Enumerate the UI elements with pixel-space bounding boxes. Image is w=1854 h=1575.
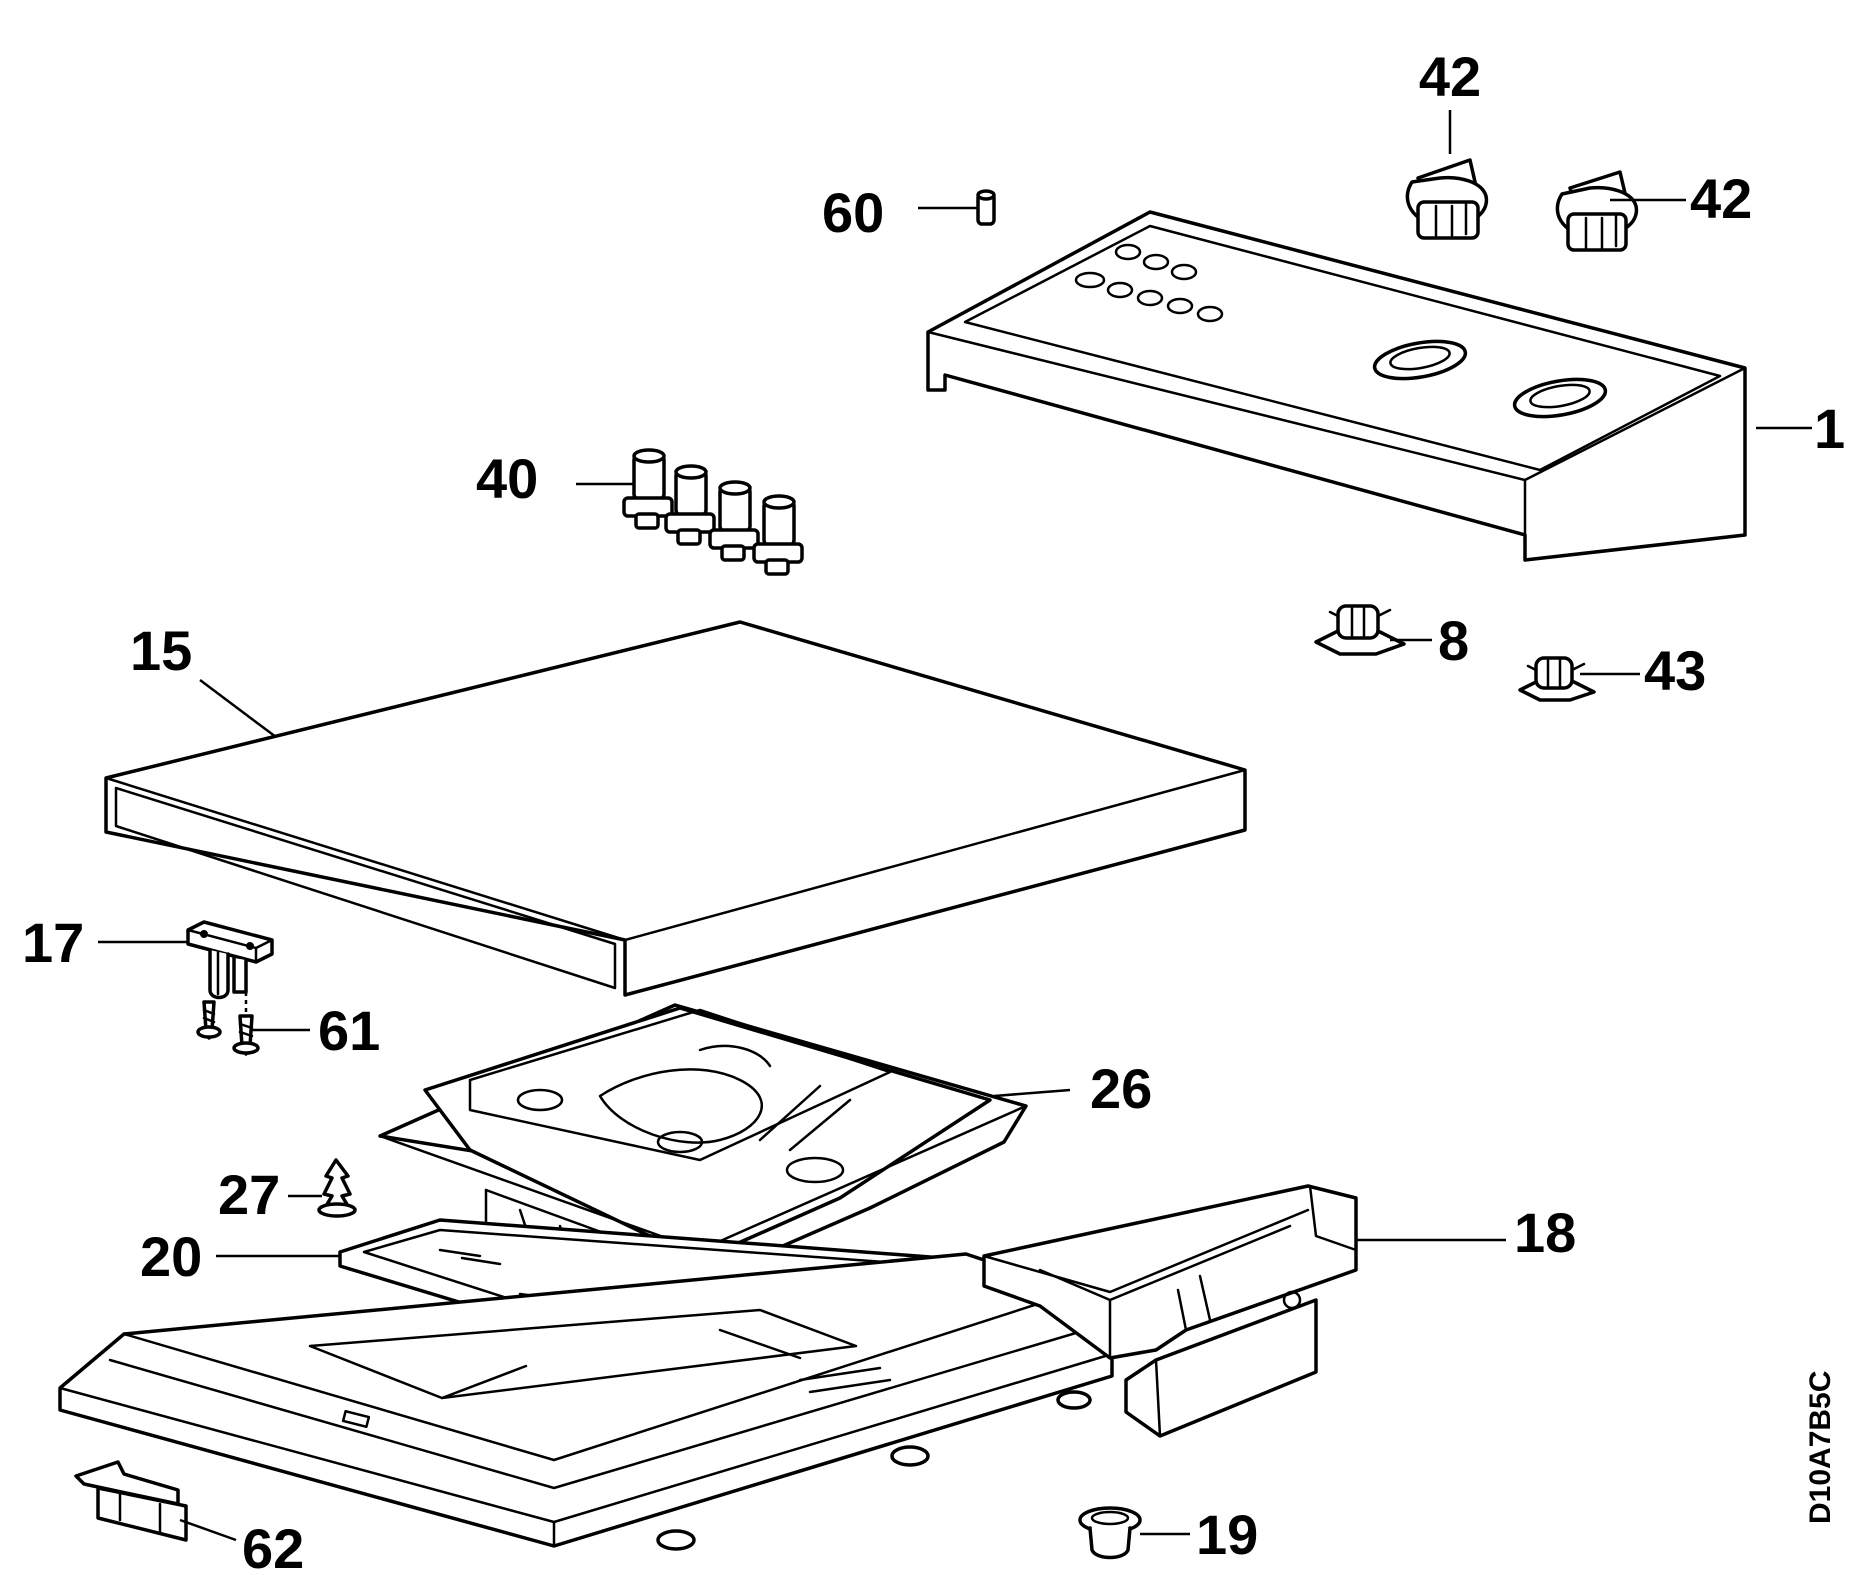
base-plate — [58, 1252, 1114, 1551]
part-62-catch — [74, 1460, 188, 1542]
drawing-code: D10A7B5C — [1804, 1371, 1837, 1524]
callout-61: 61 — [318, 999, 380, 1062]
callout-42-top: 42 — [1419, 45, 1481, 108]
callout-20: 20 — [140, 1225, 202, 1288]
part-15-worktop — [104, 620, 1247, 997]
callout-43: 43 — [1644, 639, 1706, 702]
callout-26: 26 — [1090, 1057, 1152, 1120]
part-42-knob-left — [1405, 158, 1489, 240]
part-18-drawer-guide — [982, 1184, 1358, 1438]
callout-1: 1 — [1814, 397, 1845, 460]
part-19-grommet — [1078, 1506, 1142, 1560]
callout-42-right: 42 — [1690, 167, 1752, 230]
callout-62: 62 — [242, 1517, 304, 1575]
part-60-pin — [976, 189, 996, 226]
part-1-control-panel — [926, 210, 1747, 562]
callout-8: 8 — [1438, 609, 1469, 672]
callout-27: 27 — [218, 1163, 280, 1226]
leader-lines — [98, 110, 1812, 1542]
callout-labels: 42 42 60 1 40 8 43 15 17 61 26 27 20 18 … — [22, 45, 1845, 1575]
part-8-lamp-holder — [1314, 604, 1406, 656]
part-61-screws — [196, 968, 260, 1056]
callout-18: 18 — [1514, 1201, 1576, 1264]
part-17-hinge — [186, 920, 274, 1000]
part-43-lamp-holder — [1518, 656, 1596, 702]
push-button-4 — [752, 494, 804, 576]
panel-knob-holes — [1372, 339, 1608, 419]
push-button-3 — [708, 480, 760, 562]
push-button-1 — [622, 448, 674, 530]
callout-19: 19 — [1196, 1503, 1258, 1566]
callout-60: 60 — [822, 181, 884, 244]
callout-40: 40 — [476, 447, 538, 510]
callout-17: 17 — [22, 911, 84, 974]
part-40-push-buttons — [622, 448, 804, 576]
push-button-2 — [664, 464, 716, 546]
callout-15: 15 — [130, 619, 192, 682]
part-42-knob-right — [1555, 170, 1639, 252]
panel-button-holes — [1074, 243, 1224, 323]
part-27-clip — [317, 1158, 357, 1218]
